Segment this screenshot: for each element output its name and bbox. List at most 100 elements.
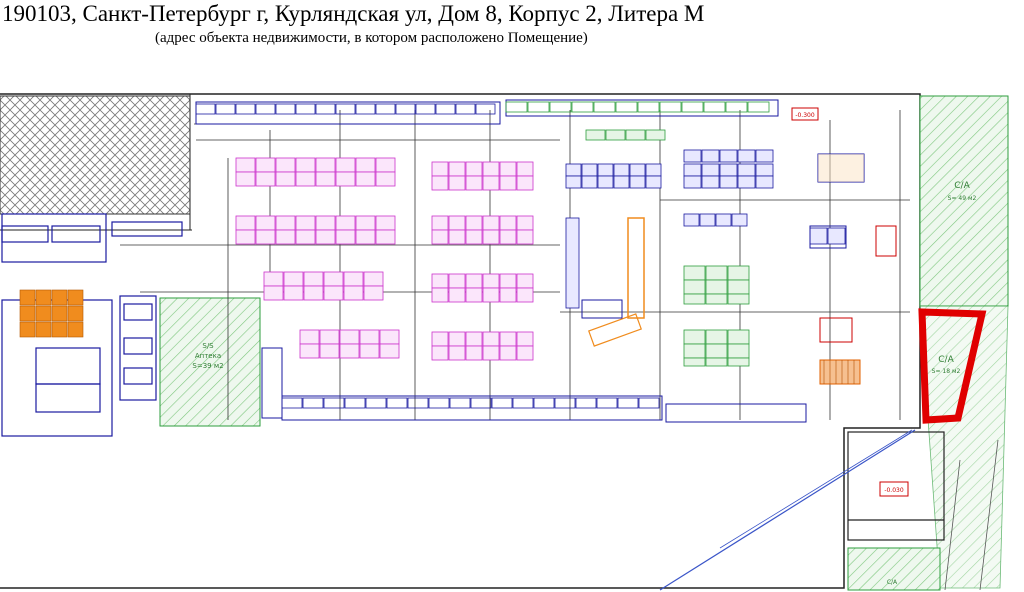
shelf-cell — [449, 397, 471, 409]
counter-cell — [705, 329, 728, 345]
gondola-cell — [335, 171, 356, 187]
gondola-cell — [719, 175, 738, 189]
shelf-cell — [323, 397, 345, 409]
gondola-cell — [363, 285, 384, 301]
gondola-cell — [431, 175, 449, 191]
gondola-cell — [465, 161, 483, 177]
shelf-cell — [596, 397, 618, 409]
shelf-cell — [195, 103, 216, 115]
gondola-cell — [629, 175, 646, 189]
gondola-cell — [465, 229, 483, 245]
room-code: С/А — [938, 355, 954, 365]
counter-cell — [683, 293, 706, 305]
gondola-cell — [683, 163, 702, 177]
gondola-cell — [343, 271, 364, 287]
gondola-cell — [465, 273, 483, 289]
gondola-cell — [499, 161, 517, 177]
gondola-cell — [431, 287, 449, 303]
gondola-cell — [315, 215, 336, 231]
shelf-cell — [365, 397, 387, 409]
shelf-cell — [575, 397, 597, 409]
address-heading: 190103, Санкт-Петербург г, Курляндская у… — [2, 1, 705, 26]
gondola-cell — [315, 171, 336, 187]
gondola-cell — [516, 273, 534, 289]
gondola-cell — [482, 215, 500, 231]
gondola-cell — [565, 217, 580, 309]
shelf-cell — [470, 397, 492, 409]
gondola-cell — [482, 287, 500, 303]
gondola-cell — [299, 343, 320, 359]
room-code: С/А — [954, 181, 970, 191]
gondola-cell — [597, 175, 614, 189]
counter-cell — [727, 343, 750, 359]
gondola-cell — [448, 273, 466, 289]
gondola-cell — [465, 287, 483, 303]
counter-cell — [683, 279, 706, 295]
shelf-cell — [455, 103, 476, 115]
gondola-cell — [283, 285, 304, 301]
gondola-cell — [448, 287, 466, 303]
gondola-cell — [379, 343, 400, 359]
gondola-cell — [431, 273, 449, 289]
gondola-cell — [355, 229, 376, 245]
gondola-cell — [375, 157, 396, 173]
gondola-cell — [299, 329, 320, 345]
storage-cell — [51, 305, 68, 322]
gondola-cell — [737, 149, 756, 163]
storage-cell — [19, 305, 36, 322]
shelf-cell — [435, 103, 456, 115]
gondola-cell — [683, 149, 702, 163]
shelf-cell — [386, 397, 408, 409]
storage-cell — [35, 321, 52, 338]
shelf-cell — [215, 103, 236, 115]
shelf-cell — [428, 397, 450, 409]
gondola-cell — [565, 175, 582, 189]
gondola-cell — [827, 227, 846, 245]
gondola-cell — [465, 215, 483, 231]
room-area: S= 18 м2 — [932, 368, 961, 375]
gondola-cell — [499, 215, 517, 231]
gondola-cell — [263, 285, 284, 301]
gondola-cell — [645, 175, 662, 189]
shelf-cell — [549, 101, 572, 113]
gondola-cell — [755, 175, 774, 189]
shelf-cell — [235, 103, 256, 115]
gondola-cell — [275, 215, 296, 231]
gondola-cell — [323, 271, 344, 287]
shelf-cell — [554, 397, 576, 409]
counter-cell — [605, 129, 626, 141]
shelf-cell — [615, 101, 638, 113]
gondola-cell — [448, 215, 466, 231]
gondola-cell — [448, 331, 466, 347]
gondola-cell — [295, 229, 316, 245]
counter-cell — [645, 129, 666, 141]
gondola-cell — [731, 213, 748, 227]
counter-cell — [683, 343, 706, 359]
gondola-cell — [715, 213, 732, 227]
gondola-cell — [448, 161, 466, 177]
gondola-cell — [482, 161, 500, 177]
gondola-cell — [263, 271, 284, 287]
gondola-cell — [465, 345, 483, 361]
room-apteka — [159, 297, 261, 427]
gondola-cell — [581, 175, 598, 189]
gondola-cell — [295, 171, 316, 187]
gondola-cell — [701, 149, 720, 163]
counter-cell — [705, 343, 728, 359]
counter-cell — [727, 293, 750, 305]
gondola-cell — [375, 171, 396, 187]
counter-cell — [683, 329, 706, 345]
counter-cell — [705, 357, 728, 367]
gondola-cell — [499, 273, 517, 289]
gondola-cell — [597, 163, 614, 177]
gondola-cell — [516, 175, 534, 191]
gondola-cell — [482, 331, 500, 347]
gondola-cell — [431, 229, 449, 245]
gondola-cell — [448, 345, 466, 361]
gondola-cell — [755, 163, 774, 177]
gondola-cell — [482, 345, 500, 361]
gondola-cell — [275, 229, 296, 245]
gondola-cell — [683, 213, 700, 227]
gondola-cell — [719, 163, 738, 177]
gondola-cell — [629, 163, 646, 177]
